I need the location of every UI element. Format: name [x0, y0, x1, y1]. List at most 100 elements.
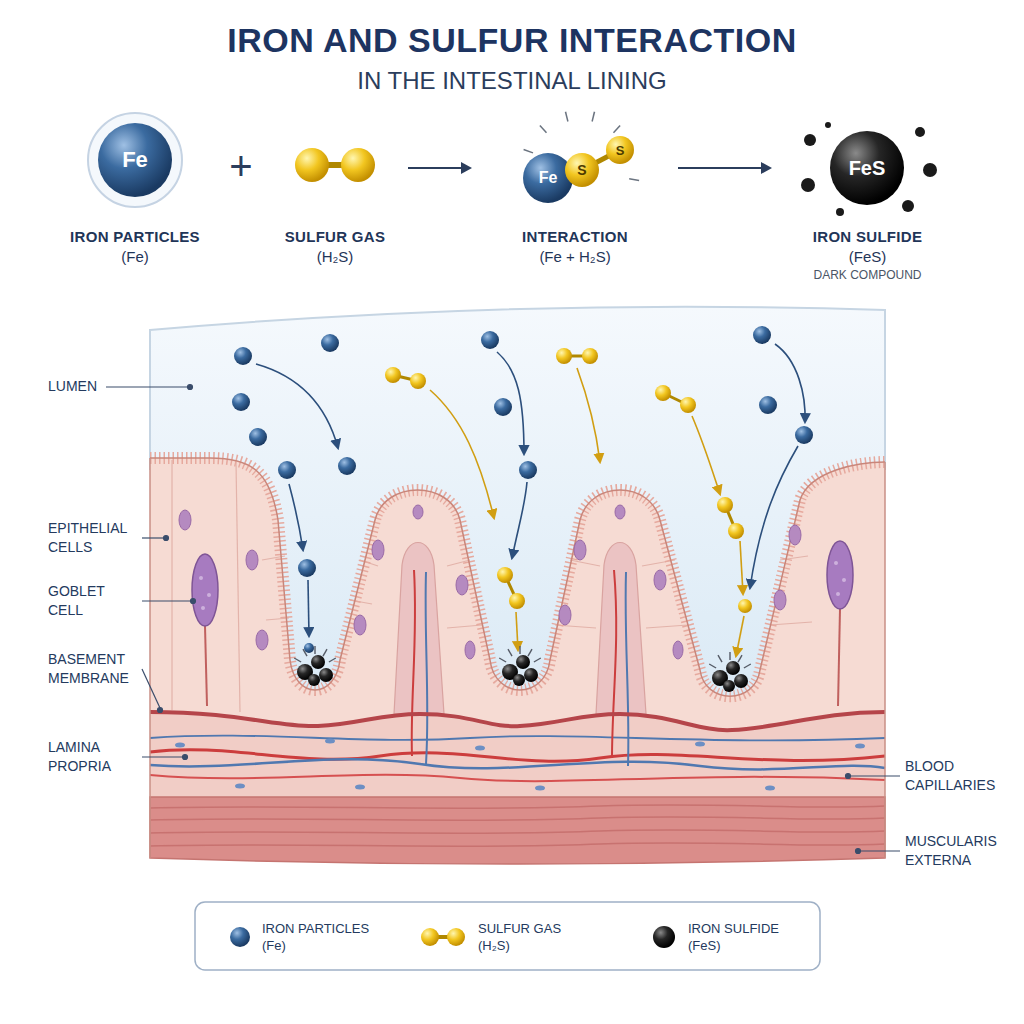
- sulfur-molecule: [717, 497, 744, 539]
- reaction-spark: [323, 649, 327, 656]
- arrow-head: [761, 162, 772, 174]
- reaction-spark: [329, 658, 336, 662]
- muscularis-layer: [150, 797, 885, 864]
- goblet-cell: [205, 626, 207, 706]
- reaction-spark: [744, 664, 751, 668]
- cell-nucleus: [256, 630, 268, 650]
- iron-particle: [338, 457, 356, 475]
- particle: [232, 326, 813, 692]
- reaction-spark: [534, 658, 541, 662]
- iron-sulfide-cluster: [709, 652, 751, 692]
- legend-label: IRON PARTICLES (Fe): [262, 920, 380, 954]
- sulfur-molecule: [556, 348, 572, 364]
- iron-sulfide-particle: [726, 661, 740, 675]
- epithelium: [171, 460, 172, 710]
- connective-cell: [355, 785, 365, 790]
- leader-line: [106, 386, 190, 387]
- goblet-cell: [842, 578, 846, 582]
- muscularis-layer: [150, 830, 885, 833]
- cell-nucleus: [246, 550, 258, 570]
- iron-sulfide-particle: [734, 674, 748, 688]
- leader-line: [191, 599, 196, 604]
- molecule-picture: [523, 153, 573, 203]
- sulfur-molecule: [717, 497, 733, 513]
- tissue-edge: [884, 462, 886, 858]
- iron-particle: [298, 559, 316, 577]
- connective-cell: [325, 739, 335, 744]
- goblet-cell: [827, 541, 853, 609]
- motion-arrow: [289, 484, 303, 550]
- step-icon: FeSS: [480, 110, 670, 227]
- sulfur-molecule: [385, 367, 401, 383]
- motion-arrow: [577, 368, 600, 462]
- molecule-picture: [270, 110, 400, 227]
- part-label: BLOOD CAPILLARIES: [905, 757, 1015, 795]
- flow-arrow: [678, 167, 761, 169]
- blood-vessel: [150, 736, 885, 741]
- molecule-picture: [830, 131, 904, 205]
- sulfur-molecule: [509, 593, 525, 609]
- step-caption: (FeS): [849, 247, 887, 267]
- part-label: LUMEN: [48, 377, 138, 396]
- goblet-cell: [201, 606, 205, 610]
- cell-nucleus: [673, 641, 683, 659]
- sulfur-molecule: [410, 373, 426, 389]
- muscularis-layer: [150, 805, 885, 846]
- reaction-spark: [718, 655, 722, 662]
- step-caption: IRON SULFIDE: [813, 227, 922, 247]
- sulfur-molecule: [655, 385, 696, 413]
- cell-nucleus: [372, 540, 384, 560]
- leader-line: [106, 385, 900, 854]
- leader-line: [142, 669, 160, 708]
- connective-cell: [175, 739, 865, 791]
- molecule-picture: [295, 148, 329, 182]
- molecule-picture: [836, 208, 844, 216]
- sulfur-step: SULFUR GAS(H₂S): [270, 110, 400, 267]
- iron-sulfide-particle: [723, 680, 735, 692]
- step-icon: [270, 110, 400, 227]
- legend-label: SULFUR GAS (H₂S): [478, 920, 596, 954]
- tissue-edge: [150, 458, 885, 858]
- element-symbol: Fe: [539, 170, 558, 186]
- motion-arrow: [516, 612, 518, 650]
- connective-cell: [695, 742, 705, 747]
- reaction-spark: [519, 646, 520, 654]
- molecule-picture: [565, 153, 599, 187]
- iron-sulfide-particle: [513, 674, 525, 686]
- reaction-spark: [528, 649, 532, 656]
- legend-box: [447, 928, 465, 946]
- connective-cell: [765, 786, 775, 791]
- sulfur-molecule: [556, 348, 598, 364]
- iron-sulfide-particle: [516, 655, 530, 669]
- goblet-cell: [207, 593, 211, 597]
- molecule-picture: [902, 200, 914, 212]
- molecule-picture: [592, 112, 594, 122]
- leader-line: [858, 850, 900, 851]
- iron-particle: [753, 326, 771, 344]
- sulfur-molecule: [680, 397, 696, 413]
- blood-vessel: [426, 572, 428, 764]
- step-caption: (Fe): [121, 247, 149, 267]
- leader-line: [848, 775, 900, 776]
- molecule-picture: [915, 127, 925, 137]
- basement-membrane: [150, 712, 885, 730]
- motion-arrow: [256, 364, 338, 448]
- iron-particle: [232, 393, 250, 411]
- sulfur-molecule: [582, 348, 598, 364]
- muscularis-layer: [150, 817, 885, 820]
- iron-particle: [481, 331, 499, 349]
- motion-arrow: [775, 344, 805, 422]
- goblet-cell: [192, 554, 218, 626]
- connective-cell: [855, 744, 865, 749]
- step-caption: INTERACTION: [522, 227, 628, 247]
- step-caption: DARK COMPOUND: [813, 267, 921, 283]
- connective-cell: [235, 784, 245, 789]
- molecule-picture: [825, 122, 831, 128]
- iron-particle: [278, 461, 296, 479]
- step-icon: FeS: [780, 110, 955, 227]
- blood-vessel: [150, 775, 885, 781]
- element-symbol: S: [616, 144, 625, 157]
- lumen-region: [150, 307, 885, 470]
- legend-label: IRON SULFIDE (FeS): [688, 920, 806, 954]
- cell-nucleus: [789, 525, 801, 545]
